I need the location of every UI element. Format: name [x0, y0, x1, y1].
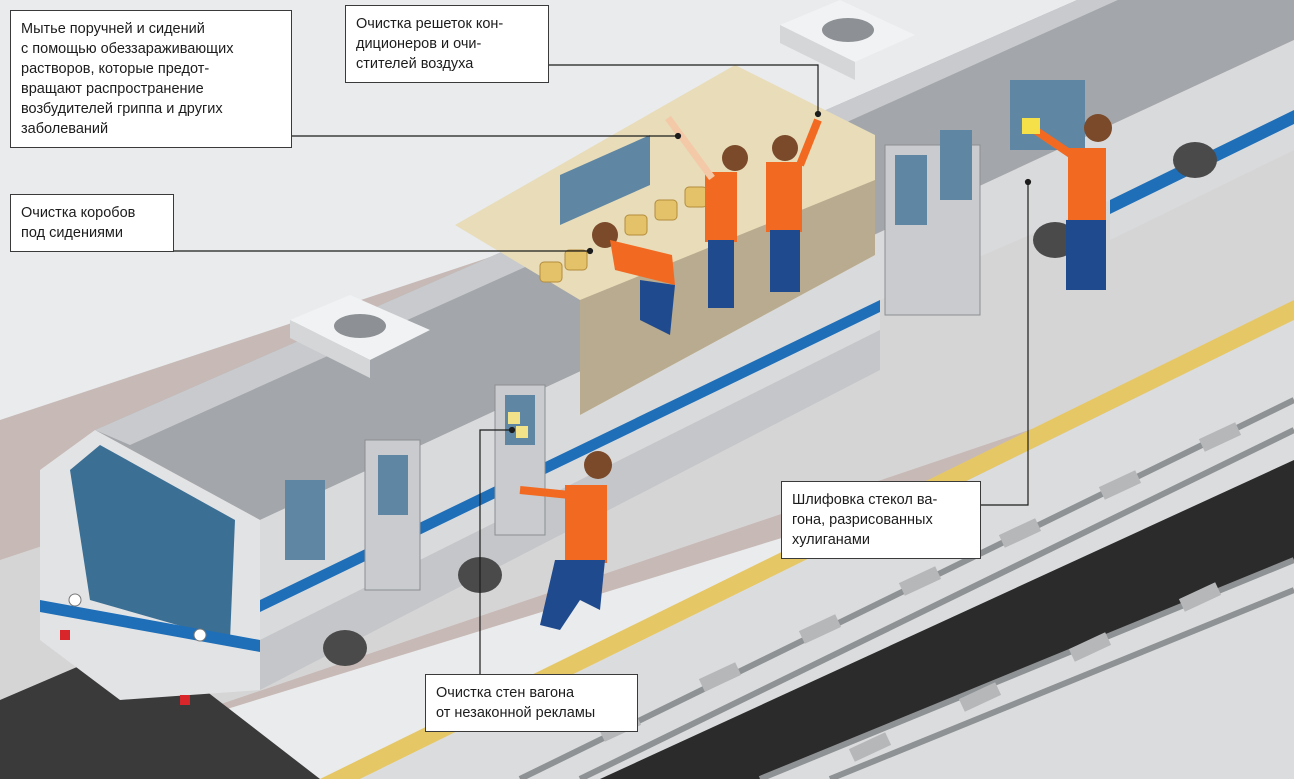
train-doors: [285, 80, 1085, 591]
sleepers: [598, 422, 1242, 762]
sleeper: [1198, 422, 1242, 452]
rail: [578, 427, 1294, 779]
roof-ac-unit: [780, 0, 915, 80]
leader-line-walls: [479, 429, 512, 674]
worker-arm: [796, 118, 822, 167]
worker-pants: [540, 560, 605, 630]
worker-head: [1084, 114, 1112, 142]
worker-head: [722, 145, 748, 171]
worker-pants: [770, 230, 800, 292]
sticker: [516, 426, 528, 438]
seat: [684, 186, 708, 208]
headlight: [68, 593, 82, 607]
worker-shirt: [610, 240, 675, 285]
tail-light: [180, 695, 190, 705]
cab-windshield: [70, 445, 235, 640]
worker-arm: [519, 486, 571, 499]
seat: [654, 199, 678, 221]
seat: [564, 249, 588, 271]
worker-seat-cleaner: [592, 222, 675, 335]
leader-dot: [508, 426, 516, 434]
sleeper: [1178, 582, 1222, 612]
leader-dot: [1024, 178, 1032, 186]
sleeper: [1098, 470, 1142, 500]
door-window: [940, 130, 972, 200]
worker-arm: [1032, 126, 1075, 159]
worker-pants: [708, 240, 734, 308]
callout-glass-polishing: Шлифовка стекол ва- гона, разрисованных …: [781, 481, 981, 559]
wheel: [1173, 142, 1217, 178]
worker-pants: [1066, 220, 1106, 290]
worker-arm: [665, 115, 715, 181]
sleeper: [1068, 632, 1112, 662]
leader-dot: [814, 110, 822, 118]
leader-line-ac: [549, 64, 819, 112]
worker-shirt: [766, 162, 802, 232]
callout-ac-grille-cleaning: Очистка решеток кон- диционеров и очи- с…: [345, 5, 549, 83]
door-window: [895, 155, 927, 225]
seat: [624, 214, 648, 236]
interior-window: [560, 135, 650, 225]
worker-pants: [640, 280, 675, 335]
callout-handrail-washing: Мытье поручней и сидений с помощью обезз…: [10, 10, 292, 148]
track-trench: [600, 460, 1294, 779]
polishing-cloth: [1022, 118, 1040, 134]
wheels: [323, 142, 1217, 666]
worker-handrail-cleaner: [665, 115, 748, 308]
seat: [539, 261, 563, 283]
door-window: [378, 455, 408, 515]
leader-line-glass: [981, 184, 1029, 506]
ac-side: [780, 25, 855, 80]
worker-head: [772, 135, 798, 161]
callout-wall-cleaning: Очистка стен вагона от незаконной реклам…: [425, 674, 638, 732]
leader-dot: [674, 132, 682, 140]
worker-shirt: [1068, 148, 1106, 222]
leader-dot: [586, 247, 594, 255]
worker-ac-cleaner: [766, 118, 822, 292]
worker-shirt: [565, 485, 607, 563]
rail: [828, 587, 1294, 779]
sleeper: [898, 566, 942, 596]
interior-opening: [455, 65, 875, 415]
sleeper: [848, 732, 892, 762]
callout-under-seat-box-cleaning: Очистка коробов под сидениями: [10, 194, 174, 252]
worker-head: [584, 451, 612, 479]
ac-fan: [334, 314, 386, 338]
sticker: [508, 412, 520, 424]
worker-wall-cleaner: [519, 451, 612, 630]
leader-lines: [174, 64, 1032, 674]
side-window: [285, 480, 325, 560]
wheel: [323, 630, 367, 666]
ac-side: [290, 320, 370, 378]
sleeper: [698, 662, 742, 692]
sleeper: [958, 682, 1002, 712]
ac-fan: [822, 18, 874, 42]
tail-light: [60, 630, 70, 640]
front-track: [0, 640, 320, 779]
sleeper: [798, 614, 842, 644]
seats: [539, 186, 708, 283]
headlight: [193, 628, 207, 642]
roof-ac-unit: [290, 295, 430, 378]
worker-shirt: [705, 172, 737, 242]
worker-glass-polisher: [1022, 114, 1112, 290]
sleeper: [998, 518, 1042, 548]
